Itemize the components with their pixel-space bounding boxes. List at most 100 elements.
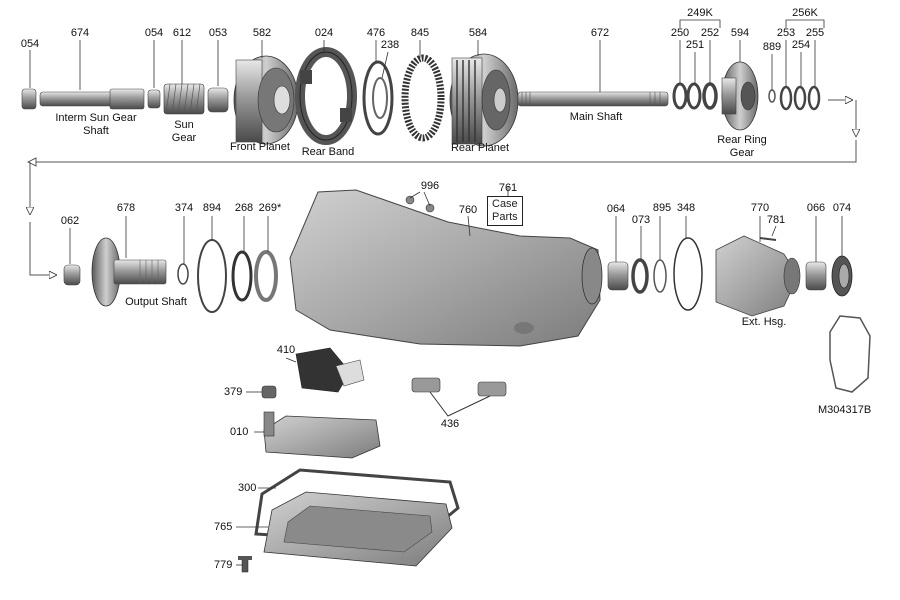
callout-053: 053: [208, 27, 228, 39]
callout-760: 760: [458, 204, 478, 216]
callout-348: 348: [676, 202, 696, 214]
callout-761: 761: [498, 182, 518, 194]
name-sun-gear: Sun Gear: [171, 119, 197, 144]
callout-889: 889: [762, 41, 782, 53]
callout-410: 410: [276, 344, 296, 356]
callout-064: 064: [606, 203, 626, 215]
callout-254: 254: [791, 39, 811, 51]
callout-268: 268: [234, 202, 254, 214]
callout-476: 476: [366, 27, 386, 39]
part-410-manual-lever: [295, 347, 365, 393]
name-ext-hsg: Ext. Hsg.: [741, 316, 787, 328]
callout-054-2: 054: [144, 27, 164, 39]
part-010-filter: [263, 411, 381, 459]
callout-674: 674: [70, 27, 90, 39]
callout-765: 765: [214, 521, 233, 533]
callout-062: 062: [60, 215, 80, 227]
part-054-bushing-2: [147, 89, 161, 109]
part-436-solenoids: [411, 377, 507, 417]
part-770-ext-housing: [715, 235, 801, 317]
name-interm-sun-gear-shaft: Interm Sun Gear Shaft: [55, 112, 137, 137]
callout-779: 779: [214, 559, 233, 571]
callout-074: 074: [832, 202, 852, 214]
part-760-case: [289, 189, 603, 347]
callout-024: 024: [314, 27, 334, 39]
callout-770: 770: [750, 202, 770, 214]
callout-252: 252: [700, 27, 720, 39]
callout-255: 255: [805, 27, 825, 39]
part-582-front-planet: [233, 55, 299, 145]
part-996-plugs: [405, 195, 435, 213]
diagram-id: M304317B: [818, 404, 872, 416]
callout-379: 379: [224, 386, 243, 398]
callout-374: 374: [174, 202, 194, 214]
callout-781: 781: [766, 214, 786, 226]
part-765-pan: [263, 491, 453, 567]
callout-584: 584: [468, 27, 488, 39]
part-253-255-washers: [779, 85, 821, 111]
part-268-washer: [231, 250, 253, 302]
callout-582: 582: [252, 27, 272, 39]
flow-arrows: [28, 100, 856, 275]
name-output-shaft: Output Shaft: [125, 296, 187, 308]
callout-678: 678: [116, 202, 136, 214]
part-678-output-shaft: [91, 237, 167, 307]
callout-672: 672: [590, 27, 610, 39]
part-584-rear-planet: [449, 53, 519, 147]
callout-300: 300: [238, 482, 257, 494]
callout-073: 073: [631, 214, 651, 226]
callout-250: 250: [670, 27, 690, 39]
callout-054: 054: [20, 38, 40, 50]
leader-lines: [29, 19, 843, 566]
part-779-bolt: [238, 556, 252, 573]
callout-066: 066: [806, 202, 826, 214]
part-889-ring: [768, 89, 776, 103]
callout-895: 895: [652, 202, 672, 214]
callout-594: 594: [730, 27, 750, 39]
callout-251: 251: [685, 39, 705, 51]
callout-436: 436: [440, 418, 460, 430]
part-024-rear-band: [295, 47, 357, 145]
name-main-shaft: Main Shaft: [569, 111, 623, 123]
part-064-bushing: [607, 261, 629, 291]
part-066-bushing: [805, 261, 827, 291]
callout-253: 253: [776, 27, 796, 39]
part-612-sun-gear: [163, 83, 205, 115]
part-845-sprag: [401, 54, 445, 142]
callout-269: 269*: [258, 202, 282, 214]
part-062-bushing: [63, 264, 81, 286]
part-594-rear-ring-gear: [721, 61, 759, 131]
part-476-snap-ring: [362, 60, 394, 136]
part-348-o-ring: [673, 237, 703, 311]
part-300-gasket: [254, 468, 460, 546]
part-gasket-ext-housing: [829, 315, 871, 393]
name-rear-band: Rear Band: [301, 146, 355, 158]
part-250-252-washers: [672, 82, 718, 110]
part-374-clip: [177, 263, 189, 285]
part-073-seal: [631, 258, 649, 294]
part-895-snap-ring: [653, 259, 667, 293]
part-781-bolt: [759, 237, 777, 241]
callout-894: 894: [202, 202, 222, 214]
part-269-washer: [254, 250, 278, 302]
part-379-sleeve: [261, 385, 277, 399]
part-074-seal: [831, 255, 853, 297]
name-front-planet: Front Planet: [230, 141, 290, 153]
name-rear-ring-gear: Rear Ring Gear: [717, 134, 767, 159]
callout-249k: 249K: [687, 7, 713, 19]
part-672-main-shaft: [517, 91, 669, 107]
part-054-bushing: [21, 88, 37, 110]
callout-010: 010: [230, 426, 249, 438]
callout-612: 612: [172, 27, 192, 39]
callout-256k: 256K: [792, 7, 818, 19]
name-case-parts: Case Parts: [487, 196, 523, 226]
callout-238: 238: [380, 39, 400, 51]
callout-845: 845: [410, 27, 430, 39]
part-894-snap-ring: [197, 239, 227, 313]
part-053-bushing: [207, 87, 229, 113]
part-674-interm-shaft: [39, 88, 145, 110]
part-238-thrust-washer: [372, 77, 388, 119]
callout-996: 996: [420, 180, 440, 192]
